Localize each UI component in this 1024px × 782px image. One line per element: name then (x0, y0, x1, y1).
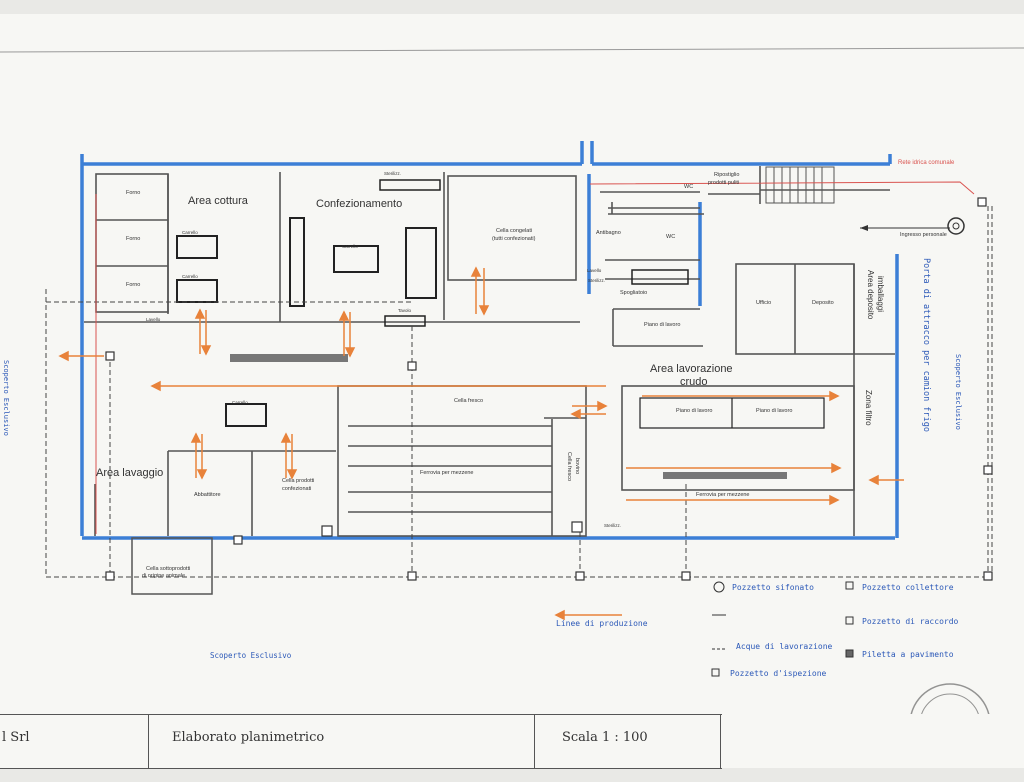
legend-collector-icon (845, 581, 854, 590)
label-wc-1: WC (684, 184, 693, 190)
label-sterilizz-3: Sterilizz. (604, 523, 621, 528)
floor-plan: Forno Forno Forno Cella congelati (tutti… (0, 47, 1024, 714)
label-sterilizz-1: Sterilizz. (384, 171, 401, 176)
label-forno-3: Forno (126, 282, 140, 288)
inspection-pits (105, 197, 993, 581)
label-cella-prodotti-2: confezionati (282, 486, 311, 492)
floor-drain-bar (663, 472, 787, 479)
label-piano-lavoro-b: Piano di lavoro (676, 408, 712, 414)
water-network (95, 181, 975, 534)
label-carrello-4: Carrello (232, 400, 248, 405)
label-cella-bovino-1: Cella fresco (566, 452, 572, 481)
label-piano-lavoro-c: Piano di lavoro (756, 408, 792, 414)
legend-pozzetto-raccordo: Pozzetto di raccordo (862, 617, 959, 626)
legend-pozzetto-collettore: Pozzetto collettore (862, 583, 954, 592)
legend-piletta-pavimento: Piletta a pavimento (862, 650, 954, 659)
label-scoperto-left: Scoperto Esclusivo (2, 360, 10, 436)
siphon-pit-inner (952, 222, 960, 230)
label-antibagno: Antibagno (596, 230, 621, 236)
staircase (765, 166, 835, 204)
label-ripostiglio-1: Ripostiglio (714, 172, 739, 178)
label-ferrovia-1: Ferrovia per mezzene (420, 470, 474, 476)
label-porta-attracco: Porta di attracco per camion frigo (921, 258, 931, 432)
label-ufficio: Ufficio (756, 300, 771, 306)
title-block-bottom-line (0, 768, 722, 769)
label-abbattitore: Abbattitore (194, 492, 221, 498)
label-wc-2: WC (666, 234, 675, 240)
label-confezionamento: Confezionamento (316, 198, 402, 210)
title-block-top-line (0, 714, 722, 715)
legend-linee-produzione: Linee di produzione (556, 619, 648, 628)
label-spogliatoio: Spogliatoio (620, 290, 647, 296)
label-cella-bovino-2: bovino (574, 458, 580, 474)
label-carrello-1: Carrello (182, 230, 198, 235)
label-deposito: Deposito (812, 300, 834, 306)
title-block-divider-3 (720, 714, 721, 768)
legend-junction-icon (845, 616, 854, 625)
label-area-deposito-1: Area deposito (866, 270, 875, 320)
label-carrello-3: Carrello (182, 274, 198, 279)
legend-pozzetto-ispezione: Pozzetto d'ispezione (730, 669, 827, 678)
title-block-divider-2 (534, 714, 535, 768)
label-cella-sottoprodotti-1: Cella sottoprodotti (146, 566, 190, 572)
title-block-divider-1 (148, 714, 149, 768)
label-ferrovia-2: Ferrovia per mezzene (696, 492, 750, 498)
label-cella-congelati-2: (tutti confezionati) (492, 236, 536, 242)
legend-pozzetto-sifonato: Pozzetto sifonato (732, 583, 814, 592)
title-block: l Srl Elaborato planimetrico Scala 1 : 1… (0, 714, 1024, 782)
drawing-sheet: Forno Forno Forno Cella congelati (tutti… (0, 14, 1024, 769)
engineer-stamp (910, 683, 990, 714)
label-tavolo: Tavolo (398, 308, 412, 313)
label-cella-prodotti-1: Cella prodotti (282, 478, 314, 484)
drainage-lines (45, 206, 993, 578)
floor-drain-bar (230, 354, 348, 362)
label-cella-fresco: Cella fresco (454, 398, 483, 404)
label-ripostiglio-2: prodotti puliti (708, 180, 739, 186)
siphon-pit (947, 217, 965, 235)
production-flow-arrows (58, 266, 904, 621)
drawing-scale: Scala 1 : 100 (562, 730, 648, 745)
label-area-deposito-2: imballaggi (876, 276, 885, 312)
label-area-lavorazione-1: Area lavorazione (650, 363, 733, 375)
label-area-lavorazione-2: crudo (680, 376, 708, 388)
legend-siphon-icon (713, 581, 725, 593)
label-rete-idrica: Rete idrica comunale (898, 160, 955, 166)
annex-room (131, 537, 213, 595)
company-name: l Srl (2, 730, 30, 745)
label-lavello-2: Lavello (587, 268, 602, 273)
legend-acque-lavorazione: Acque di lavorazione (736, 642, 833, 651)
legend-drain-icon (845, 649, 854, 658)
label-lavello-1: Lavello (146, 317, 161, 322)
label-area-cottura: Area cottura (188, 195, 249, 207)
outer-walls (80, 141, 899, 540)
label-scoperto-right: Scoperto Esclusivo (954, 354, 962, 430)
drawing-title: Elaborato planimetrico (172, 730, 325, 745)
entrance-arrowhead (860, 225, 868, 231)
label-cella-congelati-1: Cella congelati (496, 228, 532, 234)
label-scoperto-bottom: Scoperto Esclusivo (210, 651, 292, 660)
inner-walls (84, 166, 895, 537)
label-ingresso-personale: Ingresso personale (900, 232, 947, 238)
label-cella-sottoprodotti-2: di origine animale (142, 573, 185, 579)
label-forno-2: Forno (126, 236, 140, 242)
legend: Pozzetto sifonato Pozzetto collettore Po… (556, 581, 959, 678)
label-sterilizz-2: Sterilizz. (588, 278, 605, 283)
label-forno-1: Forno (126, 190, 140, 196)
label-area-lavaggio: Area lavaggio (96, 467, 163, 479)
label-piano-lavoro-a: Piano di lavoro (644, 322, 680, 328)
label-zona-filtro: Zona filtro (864, 390, 873, 426)
label-carrello-2: Carrello (342, 244, 358, 249)
legend-inspection-icon (711, 668, 720, 677)
equipment (176, 179, 825, 429)
